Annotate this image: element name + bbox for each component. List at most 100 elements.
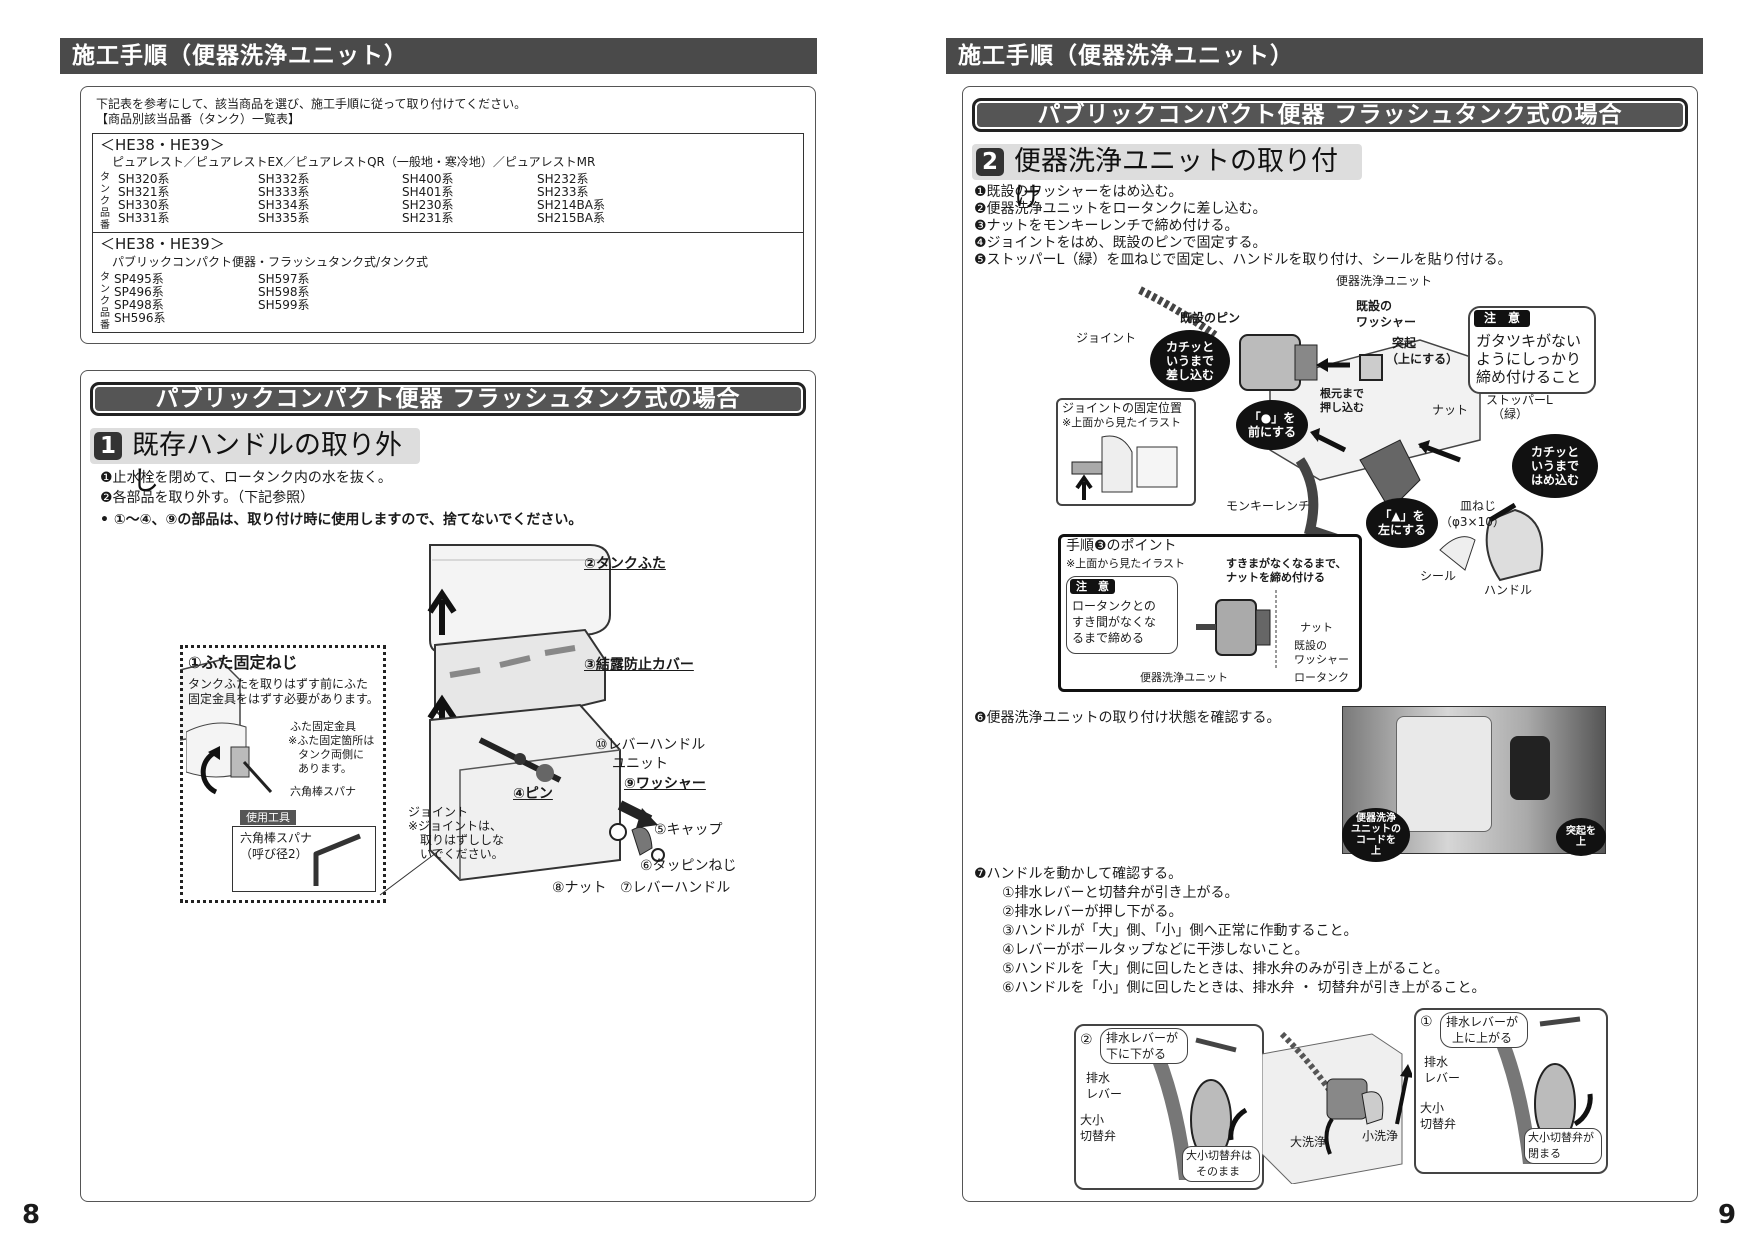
lid-screw-dashed-box bbox=[180, 645, 386, 903]
right-page-number: 9 bbox=[1718, 1200, 1737, 1230]
group2-header: ＜HE38・HE39＞ bbox=[100, 235, 225, 253]
joint-note-3: いでください。 bbox=[420, 847, 504, 861]
right-instruction-1: ❶既設のワッシャーをはめ込む。 bbox=[974, 184, 1183, 200]
right-instruction-5: ❺ストッパーL（緑）を皿ねじで固定し、ハンドルを取り付け、シールを貼り付ける。 bbox=[974, 252, 1512, 268]
step6-text: ❻便器洗浄ユニットの取り付け状態を確認する。 bbox=[974, 710, 1281, 726]
right-section-title: 施工手順（便器洗浄ユニット） bbox=[946, 38, 1703, 74]
point-illustration bbox=[1196, 590, 1277, 670]
part-8-nut: ⑧ナット bbox=[552, 880, 607, 896]
lbl-note-3: あります。 bbox=[298, 762, 352, 775]
part-10-lever-unit-b: ユニット bbox=[612, 756, 668, 772]
lid-screw-desc-2: 固定金具をはずす必要があります。 bbox=[188, 692, 379, 706]
point-tank: ロータンク bbox=[1294, 671, 1349, 684]
step2-number: 2 bbox=[976, 148, 1004, 176]
hex-wrench-icon bbox=[313, 833, 361, 886]
point-ctext-2: すき間がなくな bbox=[1072, 615, 1157, 629]
photo-knob bbox=[1510, 736, 1550, 800]
label-flat-screw-1: 皿ねじ bbox=[1460, 499, 1497, 513]
label-seal: シール bbox=[1420, 569, 1457, 583]
label-handle: ハンドル bbox=[1484, 583, 1533, 597]
label-joint: ジョイント bbox=[1076, 331, 1137, 345]
group1-header: ＜HE38・HE39＞ bbox=[100, 136, 225, 154]
point-washer-2: ワッシャー bbox=[1294, 653, 1349, 666]
caution-label: 注 意 bbox=[1474, 310, 1531, 327]
step1-heading: 1 既存ハンドルの取り外し bbox=[90, 428, 420, 497]
part-7-lever-handle: ⑦レバーハンドル bbox=[620, 880, 731, 896]
b1-lever-2: レバー bbox=[1424, 1071, 1461, 1085]
part-10-lever-unit-a: ⑩レバーハンドル bbox=[595, 737, 706, 753]
b1-bubble-2: 上に上がる bbox=[1452, 1031, 1513, 1045]
point-nut: ナット bbox=[1300, 621, 1333, 634]
lbl-hex-wrench: 六角棒スパナ bbox=[290, 785, 356, 798]
b1-close-bubble bbox=[1524, 1128, 1602, 1164]
left-note: • ①～④、⑨の部品は、取り付け時に使用しますので、捨てないでください。 bbox=[100, 512, 583, 528]
step7-text: ❼ハンドルを動かして確認する。 bbox=[974, 866, 1183, 882]
point-tight-1: すきまがなくなるまで、 bbox=[1226, 557, 1347, 570]
point-washer-1: 既設の bbox=[1294, 639, 1327, 652]
right-banner: パブリックコンパクト便器 フラッシュタンク式の場合 bbox=[972, 98, 1688, 132]
label-stopper-2: （緑） bbox=[1492, 407, 1529, 421]
left-instruction-2: ❷各部品を取り外す。（下記参照） bbox=[100, 490, 315, 506]
table-title: 【商品別該当品番（タンク）一覧表】 bbox=[96, 112, 301, 126]
point-title: 手順❸のポイント bbox=[1066, 538, 1177, 554]
joint-fix-note: ※上面から見たイラスト bbox=[1062, 416, 1181, 429]
joint-label: ジョイント bbox=[408, 805, 469, 819]
tool-size: （呼び径2） bbox=[240, 847, 308, 861]
group2-vertical-label: タンク品番 bbox=[100, 272, 110, 331]
caution-text-3: 締め付けること bbox=[1476, 368, 1582, 386]
label-existing-washer-2: ワッシャー bbox=[1356, 315, 1417, 329]
joint-fix-illustration bbox=[1071, 435, 1178, 500]
b2-bubble bbox=[1100, 1028, 1188, 1064]
table-divider bbox=[92, 232, 804, 233]
b2-valve-2: 切替弁 bbox=[1080, 1129, 1117, 1143]
left-page-number: 8 bbox=[22, 1200, 41, 1230]
label-monkey-wrench: モンキーレンチ bbox=[1226, 499, 1311, 513]
step2-title: 便器洗浄ユニットの取り付け bbox=[1014, 146, 1338, 213]
label-push-base-2: 押し込む bbox=[1320, 401, 1364, 414]
b2-lever-2: レバー bbox=[1086, 1087, 1123, 1101]
tool-label: 使用工具 bbox=[240, 810, 296, 825]
center-handle-illustration bbox=[1262, 1031, 1412, 1184]
label-big-flush: 大洗浄 bbox=[1290, 1135, 1327, 1149]
part-3-cover: ③結露防止カバー bbox=[584, 657, 694, 673]
b2-stay-bubble bbox=[1182, 1146, 1260, 1182]
lid-screw-desc-1: タンクふたを取りはずす前にふた bbox=[188, 677, 369, 691]
label-flat-screw-2: （φ3×10） bbox=[1440, 515, 1505, 529]
label-flush-unit: 便器洗浄ユニット bbox=[1336, 274, 1433, 288]
label-existing-pin: 既設のピン bbox=[1180, 311, 1241, 325]
label-existing-washer-1: 既設の bbox=[1356, 299, 1393, 313]
left-banner: パブリックコンパクト便器 フラッシュタンク式の場合 bbox=[90, 382, 806, 416]
joint-note-1: ※ジョイントは、 bbox=[408, 819, 503, 833]
label-push-base-1: 根元まで bbox=[1320, 387, 1364, 400]
bubble-front-mark: 「●」を 前にする bbox=[1236, 400, 1308, 450]
point-ctext-1: ロータンクとの bbox=[1072, 599, 1156, 613]
b2-bubble-1: 排水レバーが bbox=[1106, 1031, 1179, 1045]
b1-valve-2: 切替弁 bbox=[1420, 1117, 1457, 1131]
left-section-title: 施工手順（便器洗浄ユニット） bbox=[60, 38, 817, 74]
part-6-tapping-screw: ⑥タッピンねじ bbox=[640, 858, 737, 874]
check-6: ⑥ハンドルを「小」側に回したときは、排水弁 ・ 切替弁が引き上がること。 bbox=[1002, 980, 1486, 996]
table-intro: 下記表を参考にして、該当商品を選び、施工手順に従って取り付けてください。 bbox=[96, 97, 527, 111]
point-ctext-3: るまで締める bbox=[1072, 631, 1145, 645]
lbl-note-2: タンク両側に bbox=[298, 748, 364, 761]
photo-tag-projection: 突起を 上 bbox=[1556, 818, 1606, 856]
point-unit: 便器洗浄ユニット bbox=[1140, 671, 1228, 684]
tool-box bbox=[232, 826, 376, 892]
label-stopper-1: ストッパーL bbox=[1486, 393, 1553, 407]
part-9-washer: ⑨ワッシャー bbox=[624, 776, 706, 792]
caution-text-1: ガタツキがない bbox=[1476, 332, 1582, 350]
b1-close-2: 閉まる bbox=[1528, 1147, 1561, 1160]
check-5: ⑤ハンドルを「大」側に回したときは、排水弁のみが引き上がること。 bbox=[1002, 961, 1449, 977]
bubble-click-fit: カチッと いうまで はめ込む bbox=[1512, 434, 1598, 498]
b1-close-1: 大小切替弁が bbox=[1528, 1131, 1594, 1144]
b2-stay-1: 大小切替弁は bbox=[1186, 1149, 1252, 1162]
part-2-tank-lid: ②タンクふた bbox=[584, 556, 666, 572]
check-2: ②排水レバーが押し下がる。 bbox=[1002, 904, 1183, 920]
joint-fix-title: ジョイントの固定位置 bbox=[1062, 401, 1183, 415]
tank-disassembly-illustration bbox=[180, 544, 665, 896]
